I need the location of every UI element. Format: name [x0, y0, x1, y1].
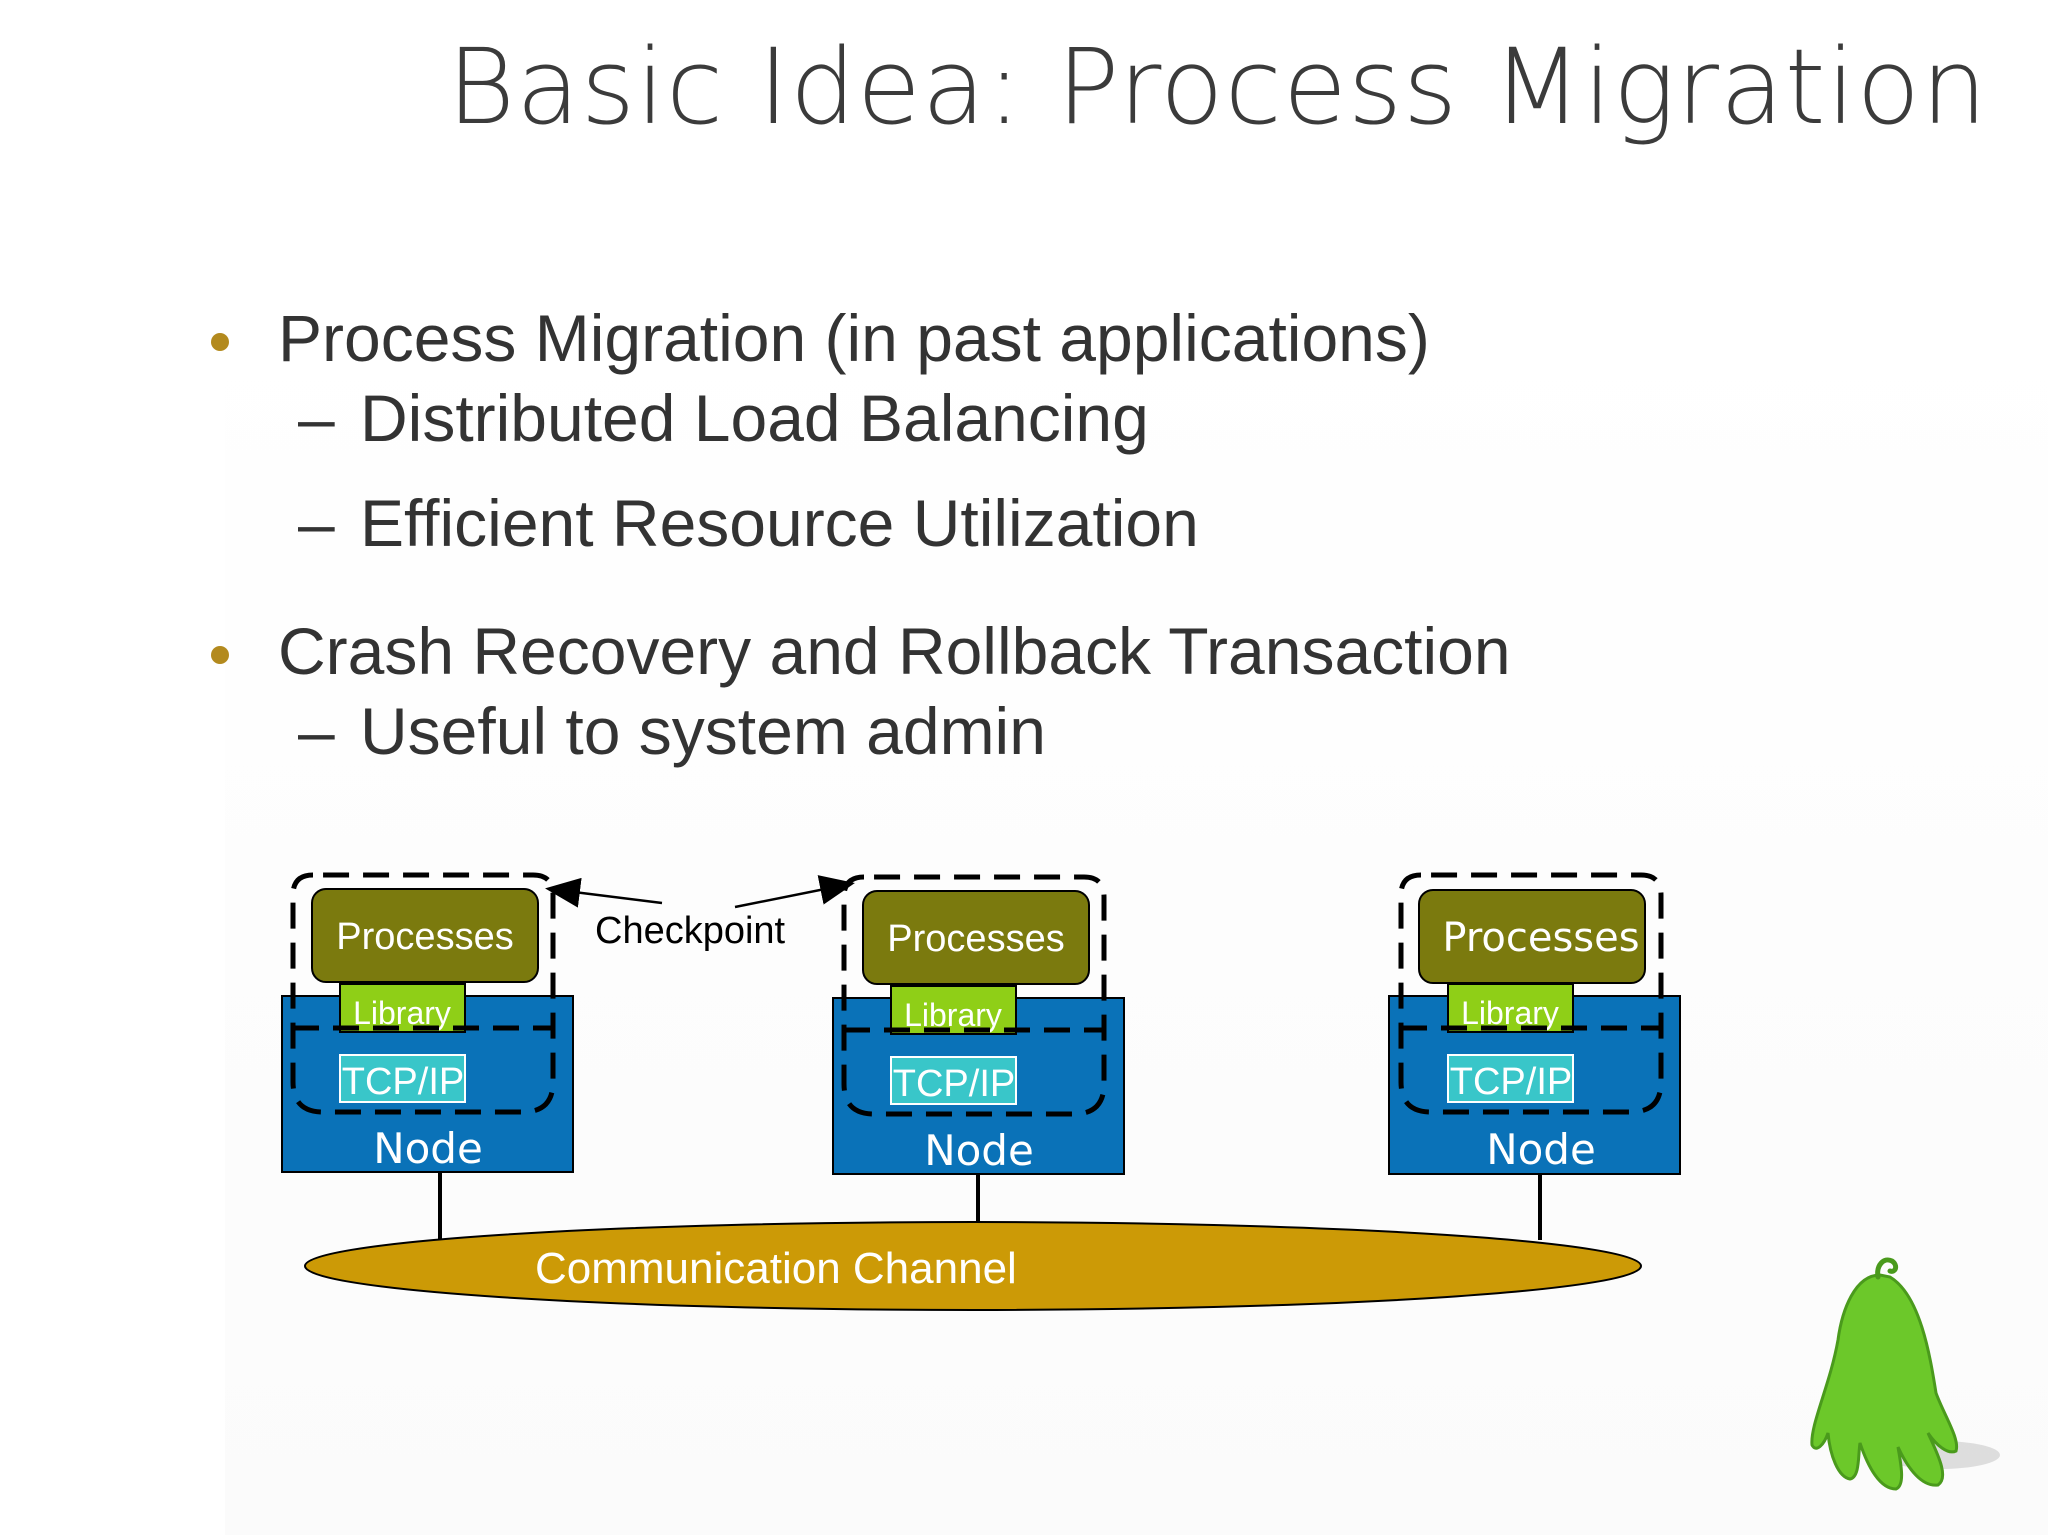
tcpip-box: [1447, 1054, 1574, 1103]
library-box: [339, 983, 466, 1033]
communication-channel: Communication Channel: [304, 1221, 1642, 1311]
dash: –: [298, 694, 335, 768]
checkpoint-label: Checkpoint: [595, 910, 786, 952]
node-2: Processes Library TCP/IP Node: [832, 874, 1125, 1175]
channel-ellipse: [304, 1221, 1642, 1311]
tcpip-label: TCP/IP: [1450, 1061, 1572, 1103]
checkpoint-outline: [1398, 872, 1664, 1115]
checkpoint-annotation: Checkpoint: [545, 875, 855, 952]
green-mascot-logo: [1810, 1257, 2000, 1491]
mascot-body: [1810, 1273, 1959, 1491]
node-label: Node: [924, 1126, 1034, 1175]
node-3: Processes Library TCP/IP Node: [1388, 872, 1681, 1175]
sub-bullet-system-admin: –Useful to system admin: [298, 698, 1046, 764]
bullet-process-migration: Process Migration (in past applications): [278, 301, 1430, 375]
mascot-antenna: [1875, 1257, 1899, 1280]
library-label: Library: [353, 995, 451, 1031]
tcpip-box: [339, 1054, 466, 1103]
processes-label: Processes: [887, 918, 1064, 960]
node-label: Node: [373, 1124, 483, 1173]
sub-bullet-text: Efficient Resource Utilization: [360, 486, 1199, 560]
node-label: Node: [1486, 1125, 1596, 1174]
checkpoint-arrow-left: [545, 877, 663, 908]
dash: –: [298, 381, 335, 455]
library-box: [890, 985, 1017, 1035]
processes-label: Processes: [1442, 915, 1639, 961]
dash: –: [298, 486, 335, 560]
channel-label: Communication Channel: [535, 1244, 1017, 1293]
tcpip-label: TCP/IP: [893, 1063, 1015, 1105]
processes-box: [862, 890, 1090, 985]
library-box: [1447, 983, 1574, 1033]
bullet-dot: [211, 333, 229, 351]
tcpip-label: TCP/IP: [342, 1061, 464, 1103]
sub-bullet-text: Useful to system admin: [360, 694, 1046, 768]
sub-bullet-load-balancing: –Distributed Load Balancing: [298, 385, 1149, 451]
sub-bullet-resource-utilization: –Efficient Resource Utilization: [298, 490, 1199, 556]
processes-box: [311, 888, 539, 983]
bullet-dot: [211, 646, 229, 664]
library-label: Library: [904, 997, 1002, 1033]
sub-bullet-text: Distributed Load Balancing: [360, 381, 1149, 455]
tcpip-box: [890, 1056, 1017, 1105]
checkpoint-arrow-right: [734, 875, 855, 909]
checkpoint-outline: [290, 872, 556, 1115]
processes-label: Processes: [336, 916, 513, 958]
library-label: Library: [1461, 995, 1559, 1031]
node-1: Processes Library TCP/IP Node: [281, 872, 574, 1173]
slide-title: Basic Idea: Process Migration: [447, 26, 1988, 148]
bullet-crash-recovery: Crash Recovery and Rollback Transaction: [278, 614, 1511, 688]
